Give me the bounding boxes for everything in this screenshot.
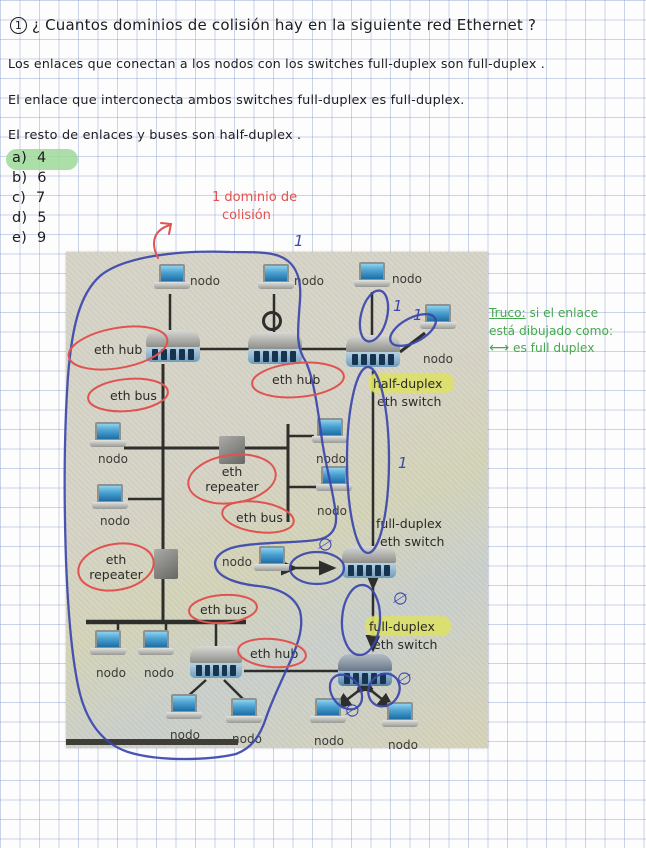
half-duplex-switch-label-line1: half-duplex	[373, 376, 443, 391]
eth-hub-label: eth hub	[250, 646, 299, 661]
full-duplex-switch-label-line1: full-duplex	[369, 619, 435, 634]
green-note-line1-rest: si el enlace	[525, 306, 599, 320]
option-row-e: e) 9	[12, 230, 47, 250]
node-label: nodo	[98, 452, 128, 466]
option-row-a: a) 4	[12, 150, 47, 170]
eth-bus-label: eth bus	[200, 602, 247, 617]
node-label: nodo	[392, 272, 422, 286]
option-letter: b)	[12, 170, 28, 186]
node-label: nodo	[314, 734, 344, 748]
node-label: nodo	[100, 514, 130, 528]
laptop-icon	[316, 466, 352, 496]
options-list: a) 4 b) 6 c) 7 d) 5 e) 9	[12, 150, 47, 250]
green-note-intro: Truco:	[489, 306, 526, 320]
hub-icon	[146, 330, 200, 364]
laptop-icon	[254, 546, 290, 576]
hub-icon	[190, 646, 242, 680]
green-note: Truco: si el enlace está dibujado como: …	[489, 305, 613, 358]
eth-repeater-label-line1: eth	[105, 552, 127, 567]
answer-highlight	[6, 149, 78, 170]
option-value: 4	[36, 150, 47, 166]
laptop-icon	[420, 304, 456, 334]
option-letter: c)	[12, 190, 27, 206]
laptop-icon	[138, 630, 174, 660]
laptop-icon	[382, 702, 418, 732]
eth-bus-label: eth bus	[110, 388, 157, 403]
red-note-line2: colisión	[222, 208, 271, 223]
hub-icon	[248, 332, 302, 366]
laptop-icon	[310, 698, 346, 728]
option-row-c: c) 7	[12, 190, 47, 210]
node-label: nodo	[388, 738, 418, 752]
half-duplex-switch-label-line2: eth switch	[377, 394, 442, 409]
laptop-icon	[354, 262, 390, 292]
repeater-icon	[154, 549, 178, 579]
full-duplex-switch-icon	[338, 654, 392, 688]
eth-repeater-label-line2: repeater	[205, 479, 259, 494]
statement-line-3: El resto de enlaces y buses son half-dup…	[8, 128, 302, 143]
question-text: ¿ Cuantos dominios de colisión hay en la…	[32, 16, 537, 34]
node-label: nodo	[222, 555, 252, 569]
node-label: nodo	[316, 452, 346, 466]
laptop-icon	[90, 630, 126, 660]
laptop-icon	[312, 418, 348, 448]
green-note-line3-rest: es full duplex	[509, 341, 595, 355]
eth-hub-label: eth hub	[272, 372, 321, 387]
option-value: 7	[36, 190, 46, 206]
half-duplex-switch-icon	[346, 335, 400, 369]
option-value: 9	[36, 230, 47, 246]
green-note-line3: ⟷ es full duplex	[489, 340, 613, 358]
full-duplex-switch-icon	[342, 546, 396, 580]
statement-line-2: El enlace que interconecta ambos switche…	[8, 93, 465, 108]
question-number: 1	[10, 17, 27, 34]
node-label: nodo	[144, 666, 174, 680]
option-letter: a)	[12, 150, 27, 166]
full-duplex-switch-label-line2: eth switch	[373, 637, 438, 652]
option-row-d: d) 5	[12, 210, 47, 230]
green-note-line1: Truco: si el enlace	[489, 305, 613, 323]
option-value: 6	[37, 170, 47, 186]
option-value: 5	[37, 210, 47, 226]
red-note-line1: 1 dominio de	[212, 190, 298, 205]
laptop-icon	[226, 698, 262, 728]
full-duplex-highlight	[365, 616, 451, 636]
node-label: nodo	[423, 352, 453, 366]
option-letter: e)	[12, 230, 27, 246]
green-note-line2: está dibujado como:	[489, 323, 614, 338]
photo-bottom-edge	[66, 739, 238, 745]
laptop-icon	[154, 264, 190, 294]
diagram-photo: nodo nodo nodo nodo nodo nodo nodo nodo …	[66, 252, 488, 752]
eth-bus-label: eth bus	[236, 510, 283, 525]
eth-repeater-label-line1: eth	[221, 464, 243, 479]
eth-repeater-label-line2: repeater	[89, 567, 143, 582]
node-label: nodo	[190, 274, 220, 288]
eth-hub-label: eth hub	[94, 342, 143, 357]
eth-repeater-label: eth repeater	[202, 464, 262, 494]
option-row-b: b) 6	[12, 170, 47, 190]
full-duplex-switch-label-line2: eth switch	[380, 534, 445, 549]
node-label: nodo	[317, 504, 347, 518]
node-label: nodo	[96, 666, 126, 680]
double-arrow-icon: ⟷	[489, 340, 510, 356]
full-duplex-switch-label-line1: full-duplex	[376, 516, 442, 531]
laptop-icon	[258, 264, 294, 294]
laptop-icon	[92, 484, 128, 514]
eth-repeater-label: eth repeater	[84, 552, 148, 582]
statement-line-1: Los enlaces que conectan a los nodos con…	[8, 56, 545, 71]
red-arrow-head	[160, 222, 173, 235]
node-label: nodo	[294, 274, 324, 288]
laptop-icon	[90, 422, 126, 452]
laptop-icon	[166, 694, 202, 724]
repeater-icon	[219, 436, 245, 464]
question-line: 1 ¿ Cuantos dominios de colisión hay en l…	[10, 16, 536, 34]
option-letter: d)	[12, 210, 28, 226]
collision-count-mark: 1	[294, 232, 304, 250]
